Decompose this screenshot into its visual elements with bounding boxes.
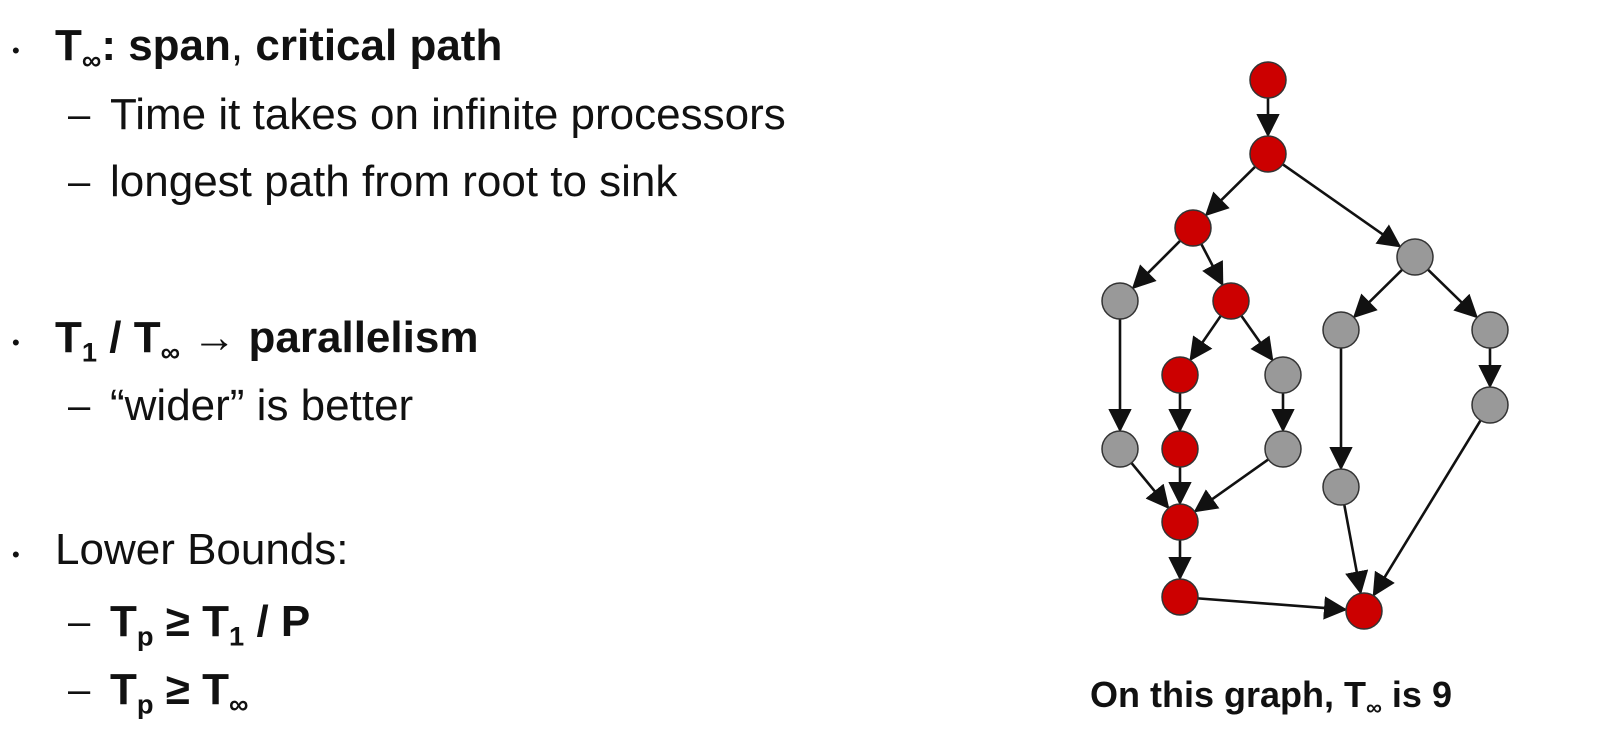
lower-bound-formula-2: Tp ≥ T∞: [110, 665, 249, 720]
critical-node-n1: [1249, 61, 1287, 99]
dag-edge-n6-n7: [1352, 268, 1404, 319]
dag-edge-n3-n5: [1200, 243, 1224, 287]
critical-node-n12: [1161, 430, 1199, 468]
node-n11: [1101, 430, 1139, 468]
critical-node-n16: [1161, 503, 1199, 541]
bullet-marker: •: [12, 330, 20, 355]
bullet-marker: •: [12, 542, 20, 567]
dash-marker: –: [68, 668, 91, 712]
dag-edge-n2-n6: [1281, 163, 1402, 248]
node-n14: [1322, 468, 1360, 506]
dag-edge-n17-n18: [1197, 596, 1348, 620]
dag-edge-n5-n9: [1189, 315, 1222, 362]
bullet-span-heading: T∞: span, critical path: [55, 21, 503, 76]
node-n15: [1471, 386, 1509, 424]
node-n8: [1471, 311, 1509, 349]
critical-node-n18: [1345, 592, 1383, 630]
dash-marker: –: [68, 93, 91, 137]
node-n7: [1322, 311, 1360, 349]
lower-bound-formula-1: Tp ≥ T1 / P: [110, 597, 311, 652]
span-definition-2: longest path from root to sink: [110, 157, 678, 206]
dash-marker: –: [68, 160, 91, 204]
dag-edge-n6-n8: [1426, 268, 1479, 319]
dag-edge-n14-n18: [1343, 504, 1369, 595]
critical-node-n2: [1249, 135, 1287, 173]
critical-node-n3: [1174, 209, 1212, 247]
dash-marker: –: [68, 600, 91, 644]
node-n4: [1101, 282, 1139, 320]
critical-node-n17: [1161, 578, 1199, 616]
bullet-marker: •: [12, 38, 20, 63]
dag-edge-n5-n10: [1240, 314, 1274, 362]
lower-bounds-heading: Lower Bounds:: [55, 525, 349, 574]
span-definition-1: Time it takes on infinite processors: [110, 90, 786, 139]
graph-caption: On this graph, T∞ is 9: [1090, 674, 1452, 720]
node-n6: [1396, 238, 1434, 276]
dag-edge-n15-n18: [1372, 419, 1482, 597]
dag-edge-n3-n4: [1131, 239, 1182, 290]
dag-edge-n2-n3: [1204, 165, 1257, 217]
parallelism-heading: T1 / T∞ → parallelism: [55, 313, 479, 368]
dag-edge-n13-n16: [1193, 458, 1270, 513]
parallelism-note: “wider” is better: [110, 381, 414, 430]
node-n13: [1264, 430, 1302, 468]
critical-node-n9: [1161, 356, 1199, 394]
dag-edge-n11-n16: [1130, 462, 1170, 510]
dash-marker: –: [68, 384, 91, 428]
node-n10: [1264, 356, 1302, 394]
critical-node-n5: [1212, 282, 1250, 320]
